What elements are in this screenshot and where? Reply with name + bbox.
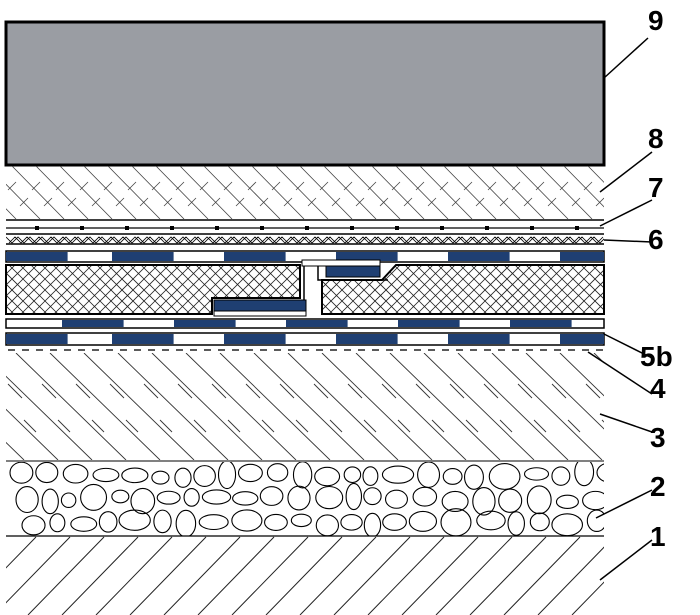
label-6: 6 [648,224,664,255]
layer-6-protection [6,236,604,245]
layer-7-separation [6,219,604,235]
layer-8-screed [6,166,604,219]
layer-5b-membrane [5,332,605,346]
insulation-boards [5,259,605,317]
label-5b: 5b [640,341,673,372]
layer-2-gravel [6,462,604,537]
lower-membrane-top [5,318,605,329]
label-3: 3 [650,422,666,453]
layer-1-subsoil [6,536,604,615]
label-2: 2 [650,471,666,502]
label-7: 7 [648,172,664,203]
label-8: 8 [648,123,664,154]
layer-9-concrete-slab [4,20,606,167]
leader-lines [587,37,653,581]
label-1: 1 [650,521,666,552]
label-4: 4 [650,373,666,404]
label-9: 9 [648,5,664,36]
layer-3-concrete-base [6,353,604,462]
